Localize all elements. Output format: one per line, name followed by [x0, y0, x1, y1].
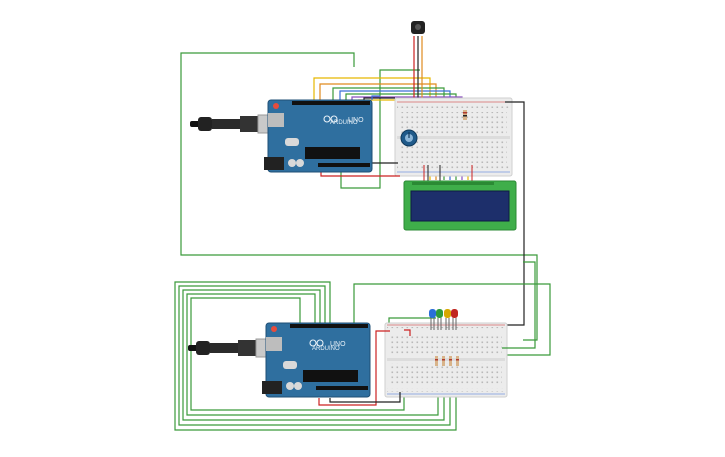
led-green [436, 309, 443, 330]
ir-receiver [411, 21, 425, 34]
arduino-logo-bottom-icon [309, 339, 324, 347]
wire-green-top-left-loop [180, 52, 538, 341]
wire-red-bottom-rail [404, 329, 411, 336]
lcd-display [403, 180, 517, 231]
board-model-top: UNO [348, 117, 364, 124]
potentiometer [400, 129, 418, 147]
board-model-bottom: UNO [330, 341, 346, 348]
board-brand-top: ARDUINO [330, 120, 358, 126]
wire-black-top-to-bottom [505, 101, 525, 326]
wire-black-bottom-gnd [329, 392, 401, 403]
resistor-top [463, 110, 467, 120]
breadboard-bottom [384, 322, 508, 398]
bottom-green-loops [174, 281, 551, 431]
led-row [429, 309, 458, 330]
breadboard-top [394, 97, 513, 177]
led-red [451, 309, 458, 330]
arduino-board-top: ARDUINO UNO [264, 99, 373, 173]
wire-green-top-return [340, 69, 420, 189]
wire-red-top-power [320, 172, 400, 177]
led-blue [429, 309, 436, 330]
wire-green-bottom-right [502, 261, 536, 349]
led-yellow [444, 309, 451, 330]
arduino-board-bottom: ARDUINO UNO [262, 322, 371, 398]
wire-red-bottom-power [318, 330, 390, 406]
arduino-logo-top-icon [323, 115, 338, 123]
resistors-bottom [435, 356, 459, 366]
board-brand-bottom: ARDUINO [312, 346, 340, 352]
